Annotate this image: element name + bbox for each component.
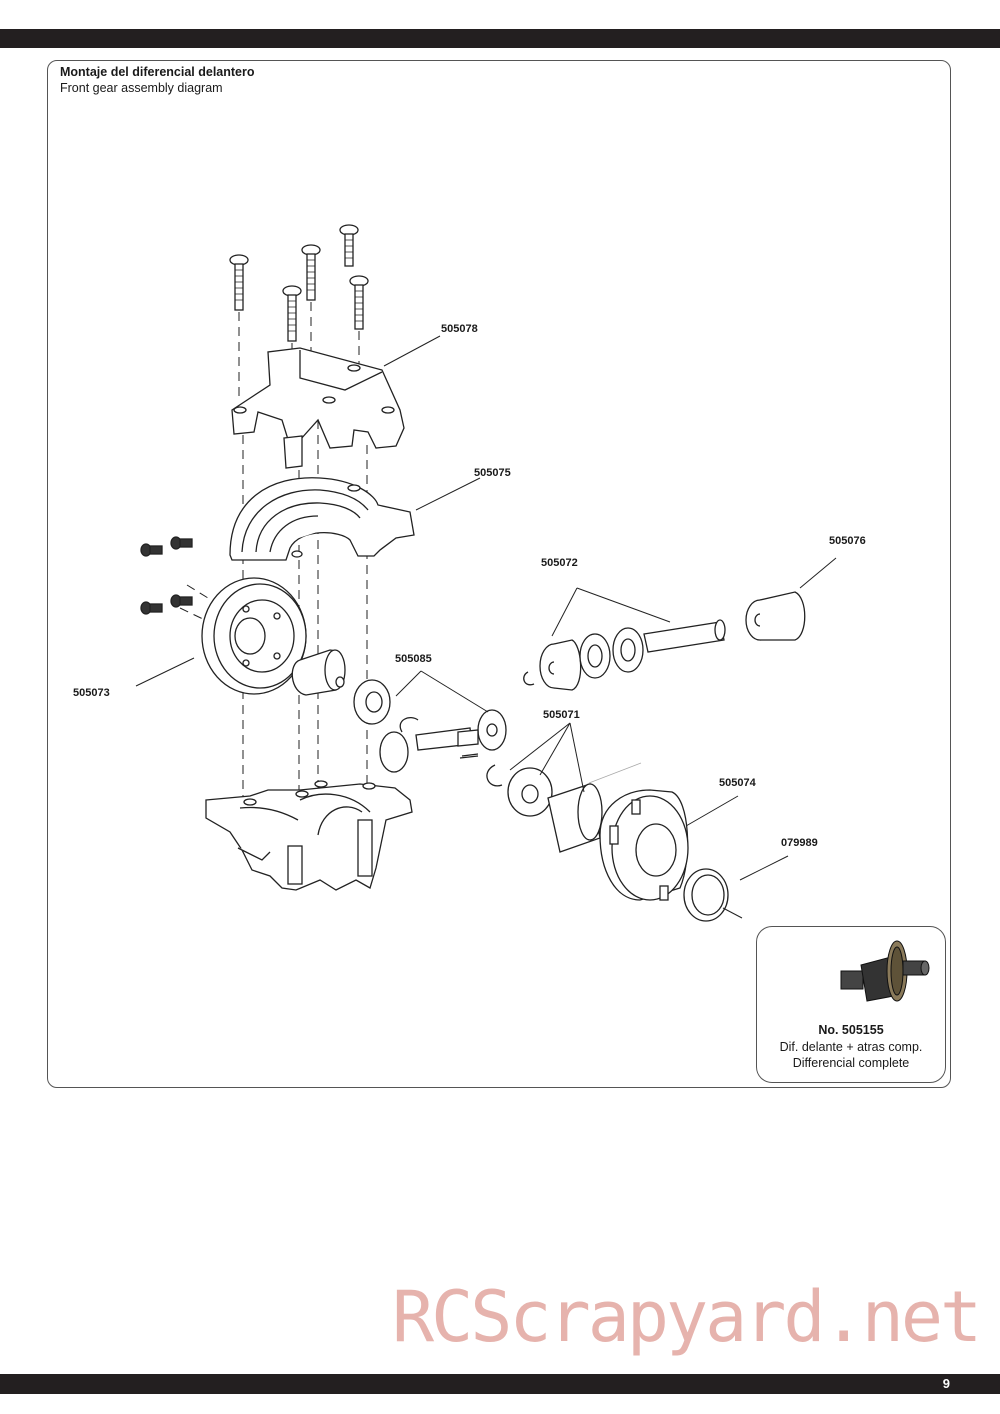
diff-case xyxy=(599,789,689,901)
part-label-505078: 505078 xyxy=(441,323,478,335)
diagram-frame xyxy=(47,60,951,1088)
part-label-505075: 505075 xyxy=(474,467,511,479)
bottom-footer-bar xyxy=(0,1374,1000,1394)
screw-top-4 xyxy=(339,224,359,267)
part-label-505073: 505073 xyxy=(73,687,110,699)
spider-gears xyxy=(486,764,603,853)
gear-housing-cover xyxy=(229,477,415,561)
part-label-079989: 079989 xyxy=(781,837,818,849)
inset-description-es: Dif. delante + atras comp. xyxy=(779,1040,923,1054)
spur-gear xyxy=(201,577,307,695)
part-label-505074: 505074 xyxy=(719,777,757,789)
lower-gear-housing xyxy=(205,780,413,891)
watermark-text: RCScrapyard.net xyxy=(392,1276,982,1358)
drive-cup xyxy=(291,649,507,773)
part-label-505071: 505071 xyxy=(543,709,580,721)
inset-description-en: Differencial complete xyxy=(792,1056,910,1070)
output-shaft-bearings xyxy=(523,591,806,691)
screw-top-2 xyxy=(282,285,302,342)
screw-top-5 xyxy=(349,275,369,330)
top-header-bar xyxy=(0,29,1000,48)
complete-differential-inset: No. 505155 Dif. delante + atras comp. Di… xyxy=(756,926,946,1083)
part-label-505085: 505085 xyxy=(395,653,432,665)
screw-top-3 xyxy=(301,244,321,301)
leader-lines xyxy=(135,335,837,919)
diagram-title-english: Front gear assembly diagram xyxy=(60,81,223,95)
diagram-title-spanish: Montaje del diferencial delantero xyxy=(60,65,255,79)
part-label-505072: 505072 xyxy=(541,557,578,569)
oil-seal xyxy=(683,868,729,922)
upper-bracket xyxy=(231,347,405,469)
screw-top-1 xyxy=(229,254,249,311)
page-number: 9 xyxy=(942,1376,950,1391)
part-label-505076: 505076 xyxy=(829,535,866,547)
differential-photo xyxy=(840,940,930,1002)
side-screws xyxy=(140,536,193,615)
inset-part-number: No. 505155 xyxy=(818,1023,884,1037)
